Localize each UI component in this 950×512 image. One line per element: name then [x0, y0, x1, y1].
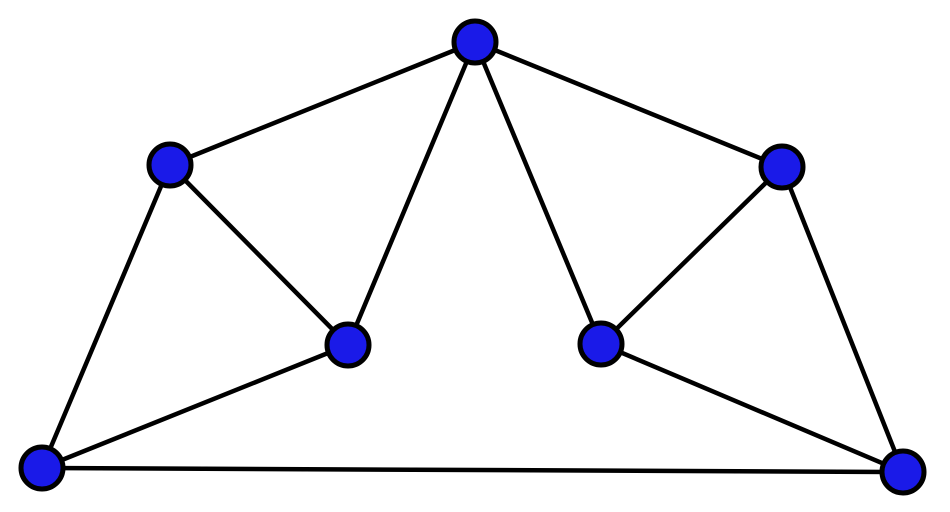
graph-edge-mid-left--bottom-left	[39, 342, 351, 471]
graph-node-bottom-left	[18, 444, 66, 492]
graph-edge-top-center--mid-left	[345, 39, 478, 348]
graph-edge-upper-left--bottom-left	[39, 162, 173, 471]
graph-edge-upper-left--mid-left	[167, 162, 351, 348]
graph-nodes	[18, 18, 927, 496]
graph-edge-top-center--upper-left	[167, 39, 478, 168]
graph-edge-top-center--mid-right	[472, 39, 604, 347]
graph-edge-upper-right--bottom-right	[779, 164, 906, 475]
graph-edge-top-center--upper-right	[472, 39, 785, 170]
graph-edge-upper-right--mid-right	[598, 164, 785, 347]
graph-edge-mid-right--bottom-right	[598, 341, 906, 475]
graph-node-upper-left	[146, 141, 194, 189]
graph-node-upper-right	[758, 143, 806, 191]
graph-node-mid-right	[577, 320, 625, 368]
graph-node-mid-left	[324, 321, 372, 369]
graph-edge-bottom-left--bottom-right	[39, 465, 906, 475]
graph-edges	[39, 39, 906, 475]
graph-node-top-center	[451, 18, 499, 66]
graph-node-bottom-right	[879, 448, 927, 496]
